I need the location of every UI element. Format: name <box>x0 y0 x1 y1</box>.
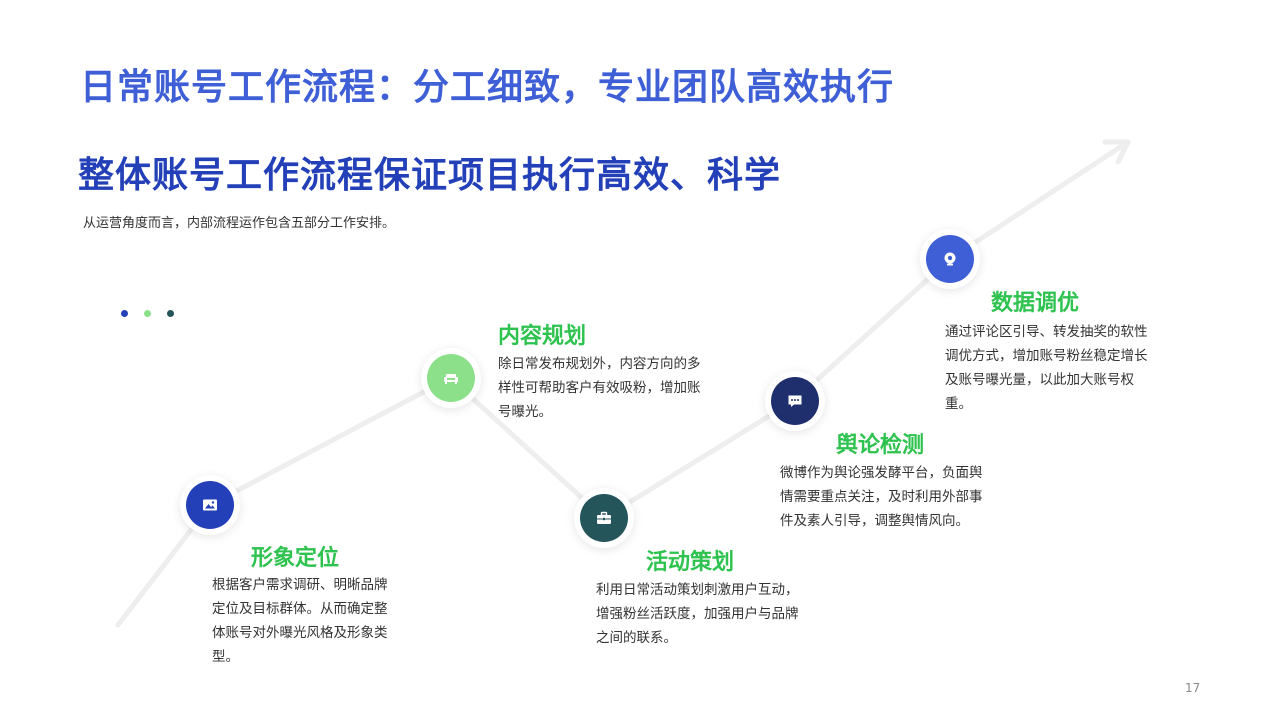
decor-dot-2 <box>144 310 151 317</box>
decor-dot-1 <box>121 310 128 317</box>
intro-text: 从运营角度而言，内部流程运作包含五部分工作安排。 <box>83 216 396 231</box>
stage-desc-2: 除日常发布规划外，内容方向的多样性可帮助客户有效吸粉，增加账号曝光。 <box>498 356 701 420</box>
stage-desc-5: 通过评论区引导、转发抽奖的软性调优方式，增加账号粉丝稳定增长及账号曝光量，以此加… <box>945 324 1148 412</box>
stage-title-2: 内容规划 <box>498 324 587 349</box>
chat-icon <box>788 395 802 407</box>
page-subtitle: 整体账号工作流程保证项目执行高效、科学 <box>78 155 782 196</box>
webcam-icon <box>944 252 956 266</box>
stage-node-3 <box>580 494 628 542</box>
page-number: 17 <box>1185 681 1201 695</box>
decor-dot-3 <box>167 310 174 317</box>
stage-desc-3: 利用日常活动策划刺激用户互动，增强粉丝活跃度，加强用户与品牌之间的联系。 <box>596 582 799 646</box>
stage-node-1 <box>186 481 234 529</box>
stage-title-5: 数据调优 <box>991 291 1080 316</box>
sofa-icon <box>444 374 458 384</box>
stage-desc-4: 微博作为舆论强发酵平台，负面舆情需要重点关注，及时利用外部事件及素人引导，调整舆… <box>780 465 983 529</box>
stage-node-4 <box>771 377 819 425</box>
stage-title-3: 活动策划 <box>646 550 735 575</box>
page-title: 日常账号工作流程：分工细致，专业团队高效执行 <box>80 67 895 108</box>
briefcase-icon <box>597 511 611 524</box>
stage-desc-1: 根据客户需求调研、明晰品牌定位及目标群体。从而确定整体账号对外曝光风格及形象类型… <box>212 577 388 665</box>
stage-node-2 <box>427 354 475 402</box>
stage-node-5 <box>926 235 974 283</box>
stage-title-4: 舆论检测 <box>836 433 925 458</box>
stage-title-1: 形象定位 <box>251 546 340 571</box>
image-icon <box>203 499 217 511</box>
